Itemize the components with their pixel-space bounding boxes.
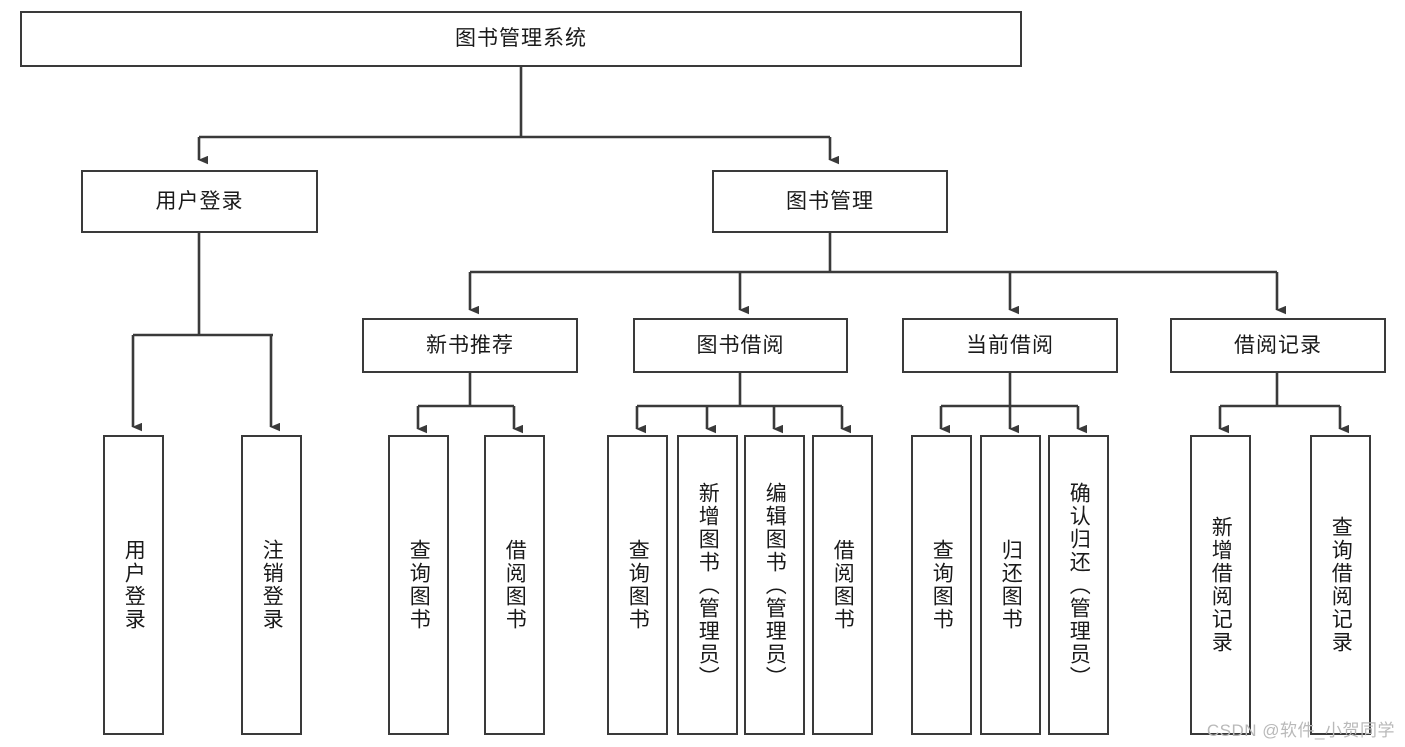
node-new-book-recommend[interactable]: 新书推荐 [362,318,578,373]
node-label: 查询图书 [930,539,954,631]
node-book-borrow[interactable]: 图书借阅 [633,318,848,373]
leaf-query-book-recommend[interactable]: 查询图书 [388,435,449,735]
node-borrow-record[interactable]: 借阅记录 [1170,318,1386,373]
node-label: 用户登录 [122,539,146,631]
node-current-borrow[interactable]: 当前借阅 [902,318,1118,373]
node-label: 新增借阅记录 [1209,516,1233,654]
node-label: 确认归还（管理员） [1067,481,1091,689]
node-label: 注销登录 [260,539,284,631]
node-label: 图书管理 [786,189,874,213]
leaf-query-borrow-record[interactable]: 查询借阅记录 [1310,435,1371,735]
watermark: CSDN @软件_小贺同学 [1206,721,1395,740]
node-label: 查询借阅记录 [1329,516,1353,654]
leaf-add-borrow-record[interactable]: 新增借阅记录 [1190,435,1251,735]
leaf-return-book[interactable]: 归还图书 [980,435,1041,735]
node-label: 编辑图书（管理员） [763,481,787,689]
node-label: 查询图书 [407,539,431,631]
leaf-edit-book-admin[interactable]: 编辑图书（管理员） [744,435,805,735]
leaf-borrow-book[interactable]: 借阅图书 [812,435,873,735]
node-book-management[interactable]: 图书管理 [712,170,948,233]
leaf-user-login[interactable]: 用户登录 [103,435,164,735]
node-label: 当前借阅 [966,333,1054,357]
node-label: 新书推荐 [426,333,514,357]
leaf-add-book-admin[interactable]: 新增图书（管理员） [677,435,738,735]
leaf-borrow-book-recommend[interactable]: 借阅图书 [484,435,545,735]
node-label: 用户登录 [155,189,244,213]
node-root-book-management-system[interactable]: 图书管理系统 [20,11,1022,67]
node-label: 借阅图书 [831,539,855,631]
leaf-query-book-borrow[interactable]: 查询图书 [607,435,668,735]
node-label: 借阅记录 [1234,333,1322,357]
leaf-query-book-current[interactable]: 查询图书 [911,435,972,735]
node-label: 图书管理系统 [455,27,587,51]
node-label: 查询图书 [626,539,650,631]
leaf-confirm-return-admin[interactable]: 确认归还（管理员） [1048,435,1109,735]
leaf-logout[interactable]: 注销登录 [241,435,302,735]
node-label: 新增图书（管理员） [696,481,720,689]
node-user-login[interactable]: 用户登录 [81,170,318,233]
node-label: 图书借阅 [696,333,785,357]
node-label: 借阅图书 [503,539,527,631]
node-label: 归还图书 [999,539,1023,631]
